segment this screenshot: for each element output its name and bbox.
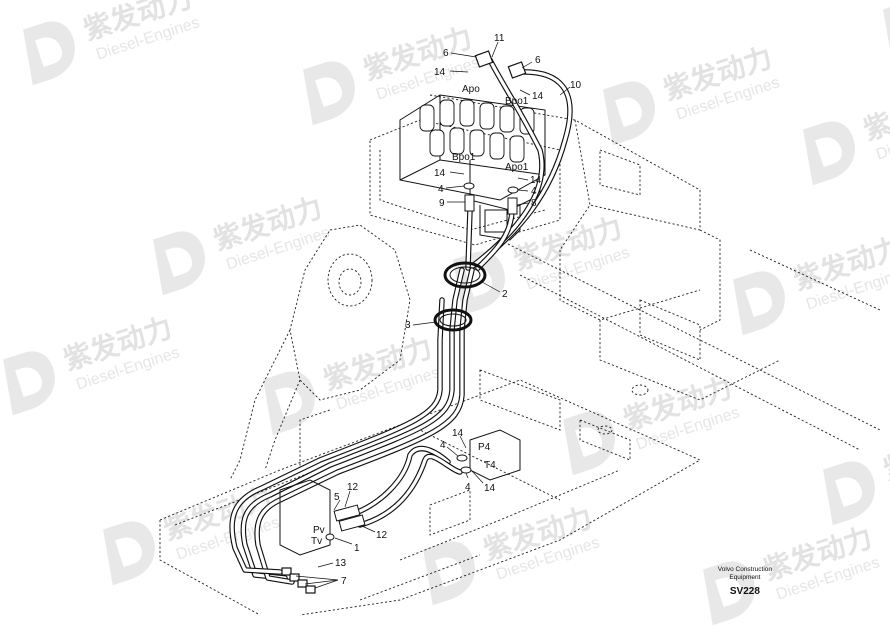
callout-14: 14 bbox=[434, 67, 446, 78]
callout-5: 5 bbox=[334, 492, 340, 503]
watermark-logo-icon bbox=[703, 561, 755, 626]
callout-1: 1 bbox=[354, 543, 360, 554]
watermark-logo-icon bbox=[23, 21, 75, 86]
port-label: Pv bbox=[313, 525, 325, 536]
valve-spool bbox=[509, 135, 525, 163]
valve-spool bbox=[439, 99, 455, 127]
callout-13: 13 bbox=[335, 558, 347, 569]
watermark-logo-icon bbox=[263, 371, 315, 436]
callout-14: 14 bbox=[484, 483, 496, 494]
watermark-logo-icon bbox=[823, 461, 875, 526]
callout-10: 10 bbox=[570, 80, 582, 91]
callout-4: 4 bbox=[465, 482, 471, 493]
watermark-logo-icon bbox=[603, 81, 655, 146]
callout-4: 4 bbox=[440, 440, 446, 451]
brand-line-1: Volvo Construction bbox=[717, 566, 772, 573]
valve-spool bbox=[429, 129, 445, 157]
callout-8: 8 bbox=[531, 198, 537, 209]
port-label: Apo bbox=[462, 84, 480, 95]
callout-6: 6 bbox=[535, 55, 541, 66]
watermark-logo-icon bbox=[803, 121, 855, 186]
clamp-2 bbox=[443, 261, 487, 289]
callout-11: 11 bbox=[494, 33, 505, 44]
watermark-logo-icon bbox=[423, 541, 475, 606]
valve-spool bbox=[459, 99, 475, 127]
fittings bbox=[279, 50, 527, 594]
callout-4: 4 bbox=[531, 186, 537, 197]
valve-spool bbox=[499, 105, 515, 133]
port-label: Tv bbox=[311, 536, 322, 547]
watermark-logo-icon bbox=[883, 1, 890, 66]
watermark-brand-cn: 紫发动力 bbox=[859, 81, 890, 147]
brand-line-2: Equipment bbox=[729, 574, 761, 581]
valve-spool bbox=[489, 132, 505, 160]
callout-4: 4 bbox=[438, 184, 444, 195]
watermark-logo-icon bbox=[103, 521, 155, 586]
watermark-logo-icon bbox=[153, 231, 205, 296]
elbow-fitting bbox=[305, 585, 316, 594]
callout-14: 14 bbox=[452, 428, 464, 439]
valve-spool bbox=[419, 104, 435, 132]
clamp-3 bbox=[433, 308, 473, 332]
elbow-fitting bbox=[281, 567, 292, 576]
watermark-brand-cn: 紫发动力 bbox=[879, 421, 890, 487]
valve-spool bbox=[479, 102, 495, 130]
callout-12: 12 bbox=[376, 530, 388, 541]
port-label: T4 bbox=[484, 460, 496, 471]
callouts: 11 6 6 14 14 10 14 14 4 4 9 8 2 3 4 14 4… bbox=[295, 33, 582, 589]
watermark-logo-icon bbox=[733, 271, 785, 336]
callout-14: 14 bbox=[530, 175, 542, 186]
callout-12: 12 bbox=[347, 482, 359, 493]
port-label: P4 bbox=[478, 442, 491, 453]
hydraulic-hoses bbox=[229, 57, 573, 585]
drawing-code: SV228 bbox=[729, 586, 760, 597]
port-label: Bpo1 bbox=[505, 96, 529, 107]
callout-7: 7 bbox=[341, 576, 347, 587]
callout-9: 9 bbox=[439, 198, 445, 209]
callout-3: 3 bbox=[405, 320, 411, 331]
port-label: Bpo1 bbox=[452, 152, 476, 163]
callout-14: 14 bbox=[532, 91, 544, 102]
valve-spool bbox=[449, 127, 465, 155]
port-label: Apo1 bbox=[505, 162, 529, 173]
callout-2: 2 bbox=[502, 289, 508, 300]
watermark-logo-icon bbox=[563, 411, 615, 476]
valve-spool bbox=[469, 129, 485, 157]
watermark-logo-icon bbox=[3, 351, 55, 416]
port-labels: Apo Bpo1 Bpo1 Apo1 P4 T4 Pv Tv bbox=[311, 84, 529, 547]
drawing-footer: Volvo Construction Equipment SV228 bbox=[718, 566, 772, 597]
callout-6: 6 bbox=[443, 48, 449, 59]
elbow-fitting bbox=[289, 573, 300, 582]
callout-14: 14 bbox=[434, 168, 446, 179]
watermark-logo-icon bbox=[303, 61, 355, 126]
